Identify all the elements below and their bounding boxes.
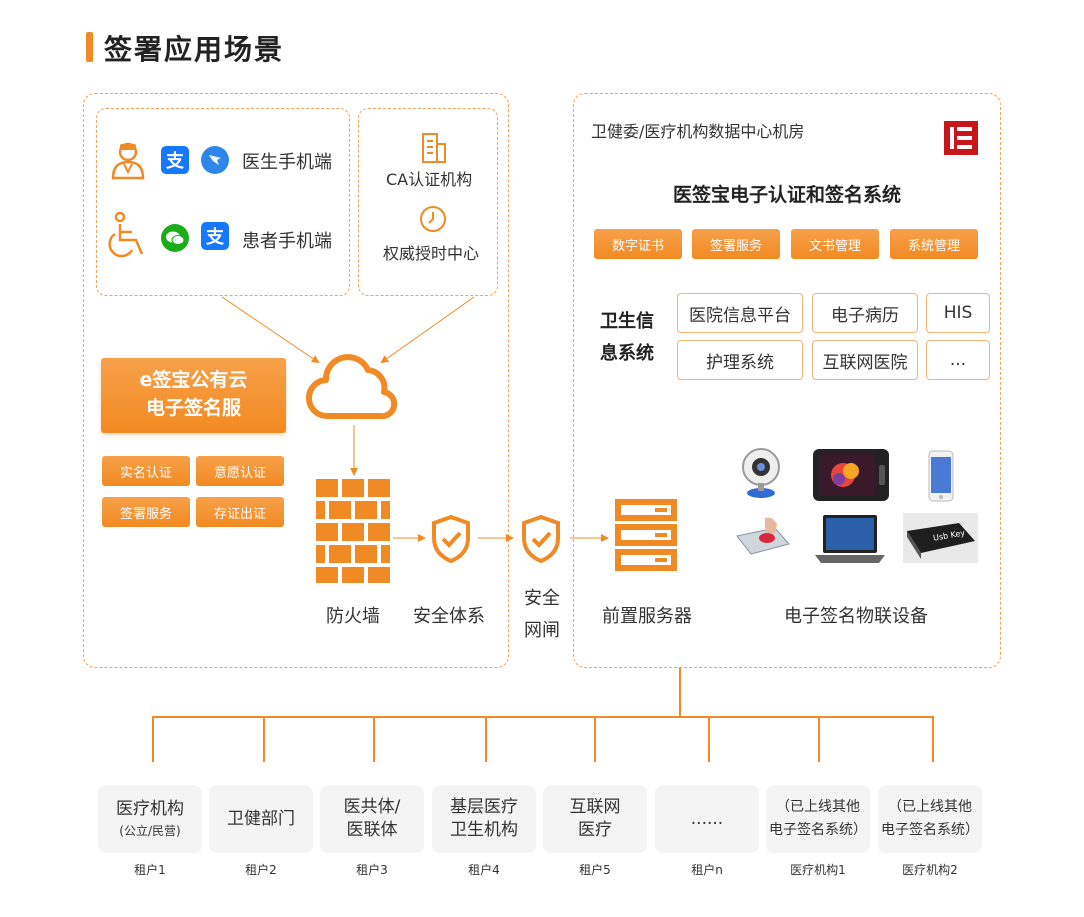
cloud-icon (306, 352, 402, 428)
tenant-main-text: （已上线其他 电子签名系统） (881, 796, 979, 842)
module-certificate: 数字证书 (594, 229, 682, 259)
tree-leaf (152, 716, 154, 762)
tenant-existing-system-1: （已上线其他 电子签名系统） (766, 785, 870, 853)
tenant-internet-medical: 互联网 医疗 (543, 785, 647, 853)
datacenter-location: 卫健委/医疗机构数据中心机房 (591, 118, 804, 142)
laptop-icon (815, 513, 885, 569)
service-signing: 签署服务 (102, 497, 190, 527)
gateway-line1: 安全 (524, 584, 560, 610)
tree-leaf (594, 716, 596, 762)
smartphone-icon (928, 450, 954, 506)
tenant-main-text: 卫健部门 (227, 808, 295, 831)
system-nursing: 护理系统 (677, 340, 803, 380)
system-hospital-platform: 医院信息平台 (677, 293, 803, 333)
tenant-label: 租户4 (430, 861, 538, 878)
tablet-icon (813, 449, 889, 501)
tenant-label: 医疗机构1 (764, 861, 872, 878)
tree-leaf (263, 716, 265, 762)
module-system: 系统管理 (890, 229, 978, 259)
tenant-label: 租户1 (96, 861, 204, 878)
tenant-primary-care: 基层医疗 卫生机构 (432, 785, 536, 853)
tenant-existing-system-2: （已上线其他 电子签名系统） (878, 785, 982, 853)
tenant-label: 租户5 (541, 861, 649, 878)
tenant-main-text: 医疗机构 (116, 798, 184, 821)
tree-leaf (485, 716, 487, 762)
server-icon (613, 497, 679, 577)
tenant-health-department: 卫健部门 (209, 785, 313, 853)
health-info-line1: 卫生信 (600, 306, 654, 338)
tree-leaf (373, 716, 375, 762)
brand-logo-icon (944, 121, 978, 155)
server-label: 前置服务器 (602, 602, 692, 628)
shield-check-icon (520, 514, 562, 568)
firewall-label: 防火墙 (326, 602, 380, 628)
tenant-medical-alliance: 医共体/ 医联体 (320, 785, 424, 853)
tenant-label: 医疗机构2 (876, 861, 984, 878)
tenant-medical-institution: 医疗机构 (公立/民营) (98, 785, 202, 853)
gateway-line2: 网闸 (524, 616, 560, 642)
health-info-system-label: 卫生信 息系统 (600, 306, 654, 370)
service-evidence: 存证出证 (196, 497, 284, 527)
health-info-line2: 息系统 (600, 338, 654, 370)
tree-leaf (708, 716, 710, 762)
tree-leaf (818, 716, 820, 762)
system-title: 医签宝电子认证和签名系统 (573, 180, 1001, 207)
service-intent: 意愿认证 (196, 456, 284, 486)
module-document: 文书管理 (791, 229, 879, 259)
usb-key-icon: Usb Key (903, 513, 978, 563)
tenant-main-text: 基层医疗 卫生机构 (450, 796, 518, 842)
cloud-service-line1: e签宝公有云 (101, 366, 286, 394)
system-internet-hospital: 互联网医院 (812, 340, 918, 380)
service-real-name: 实名认证 (102, 456, 190, 486)
tenant-main-text: ...... (691, 808, 723, 831)
shield-check-icon (430, 514, 472, 568)
tenant-main-text: 互联网 医疗 (570, 796, 621, 842)
module-signing: 签署服务 (692, 229, 780, 259)
tree-trunk (679, 668, 681, 716)
iot-devices-label: 电子签名物联设备 (784, 602, 928, 628)
tree-leaf (932, 716, 934, 762)
tenant-main-text: 医共体/ 医联体 (344, 796, 401, 842)
cloud-signature-service: e签宝公有云 电子签名服 (101, 358, 286, 433)
tenant-sub-text: (公立/民营) (119, 821, 180, 841)
firewall-icon (316, 479, 390, 587)
security-label: 安全体系 (413, 602, 485, 628)
tenant-label: 租户n (653, 861, 761, 878)
tenant-label: 租户3 (318, 861, 426, 878)
tenant-main-text: （已上线其他 电子签名系统） (769, 796, 867, 842)
tree-branch (152, 716, 933, 718)
cloud-service-line2: 电子签名服 (101, 394, 286, 422)
tenant-more: ...... (655, 785, 759, 853)
fingerprint-reader-icon (735, 514, 791, 568)
system-more: ... (926, 340, 990, 380)
tenant-label: 租户2 (207, 861, 315, 878)
webcam-icon (739, 447, 783, 503)
system-emr: 电子病历 (812, 293, 918, 333)
system-his: HIS (926, 293, 990, 333)
